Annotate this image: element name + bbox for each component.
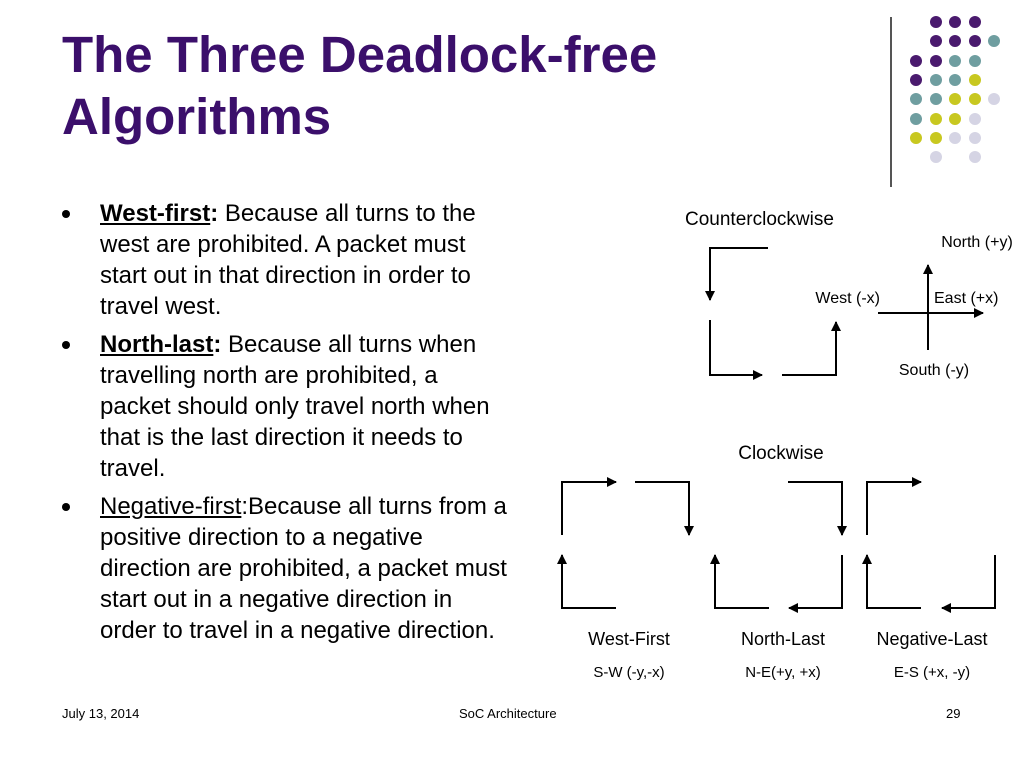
turn-arrow-east-south: [635, 481, 694, 536]
decorative-dot: [929, 93, 942, 106]
decorative-dot: [910, 54, 922, 67]
decorative-dot: [929, 151, 942, 164]
decorative-dot: [929, 54, 942, 67]
decorative-dot: [968, 131, 981, 144]
footer-title: SoC Architecture: [459, 706, 557, 721]
turn-model-diagram: Counterclockwise North (+y) West (-x) Ea…: [557, 209, 1013, 681]
negative-last-turns: [862, 477, 996, 613]
turn-arrow-north-east: [561, 477, 617, 535]
decorative-dot: [968, 73, 981, 86]
algorithm-name-west-first: West-First: [588, 629, 670, 649]
decorative-dot-grid: [902, 10, 1012, 170]
axis-west-label: West (-x): [815, 290, 880, 307]
bullet-dot-icon: [62, 341, 70, 349]
axis-east-label: East (+x): [934, 290, 998, 307]
bullet-term: Negative-first: [100, 493, 242, 520]
algorithm-sub-negative-last: E-S (+x, -y): [894, 664, 970, 681]
turn-arrow-east-north: [782, 321, 841, 376]
axis-north-label: North (+y): [941, 234, 1013, 251]
west-first-turns: [557, 477, 694, 609]
turn-arrow-south-west: [941, 555, 996, 613]
footer-page-number: 29: [946, 706, 961, 721]
turn-arrow-west-north: [557, 554, 616, 609]
decorative-dot: [910, 93, 922, 106]
decorative-dot: [968, 93, 981, 106]
clockwise-label: Clockwise: [738, 443, 824, 464]
decorative-dot: [968, 16, 981, 28]
turn-arrow-west-north: [710, 554, 769, 609]
algorithm-name-north-last: North-Last: [741, 629, 825, 649]
decorative-dot: [929, 131, 942, 144]
decorative-dot: [968, 54, 981, 67]
decorative-dot: [949, 16, 961, 28]
algorithm-sub-north-last: N-E(+y, +x): [745, 664, 821, 681]
slide-title: The Three Deadlock-free Algorithms: [62, 26, 658, 145]
footer-date: July 13, 2014: [62, 706, 140, 721]
decorative-dot: [910, 73, 922, 86]
decorative-dot: [929, 35, 942, 48]
north-last-turns: [710, 481, 847, 613]
bullet-dot-icon: [62, 210, 70, 218]
decorative-dot: [988, 93, 1000, 106]
decorative-dot: [949, 93, 961, 106]
bullet-separator: :: [213, 331, 229, 358]
decorative-dot: [968, 35, 981, 48]
turn-arrow-north-east: [866, 477, 922, 535]
decorative-dot: [910, 112, 922, 125]
bullet-term: North-last: [100, 331, 214, 358]
decorative-dot: [949, 73, 961, 86]
counterclockwise-turns: [705, 247, 841, 380]
turn-arrow-south-east: [709, 320, 763, 380]
decorative-dot: [929, 73, 942, 86]
decorative-dot: [968, 151, 981, 164]
decorative-dot: [929, 16, 942, 28]
bullet-west-first: West-first: Because all turns to the wes…: [62, 198, 512, 322]
bullet-north-last: North-last: Because all turns when trave…: [62, 329, 512, 484]
algorithm-sub-west-first: S-W (-y,-x): [593, 664, 664, 681]
decorative-dot: [949, 54, 961, 67]
decorative-dot: [910, 131, 922, 144]
decorative-dot: [949, 112, 961, 125]
bullet-text: Because all turns from a positive direct…: [100, 493, 507, 644]
turn-arrow-south-west: [788, 555, 843, 613]
turn-arrow-west-north: [862, 554, 921, 609]
turn-arrow-east-south: [788, 481, 847, 536]
axis-south-label: South (-y): [899, 362, 969, 379]
bullet-negative-first: Negative-first:Because all turns from a …: [62, 491, 512, 646]
decorative-dot: [968, 112, 981, 125]
bullet-term: West-first: [100, 200, 211, 227]
algorithm-name-negative-last: Negative-Last: [876, 629, 987, 649]
decorative-dot: [988, 35, 1000, 48]
axis-compass: North (+y) West (-x) East (+x) South (-y…: [815, 234, 1012, 379]
bullet-separator: :: [241, 493, 249, 520]
bullet-text: Because all turns when travelling north …: [100, 331, 490, 482]
title-divider: [890, 17, 892, 187]
bullet-dot-icon: [62, 503, 70, 511]
decorative-dot: [949, 131, 961, 144]
counterclockwise-label: Counterclockwise: [685, 209, 834, 230]
decorative-dot: [929, 112, 942, 125]
bullet-list: West-first: Because all turns to the wes…: [62, 198, 512, 653]
bullet-separator: :: [210, 200, 225, 227]
decorative-dot: [949, 35, 961, 48]
turn-arrow-west-south: [705, 247, 768, 301]
bullet-text: Because all turns to the west are prohib…: [100, 200, 476, 320]
